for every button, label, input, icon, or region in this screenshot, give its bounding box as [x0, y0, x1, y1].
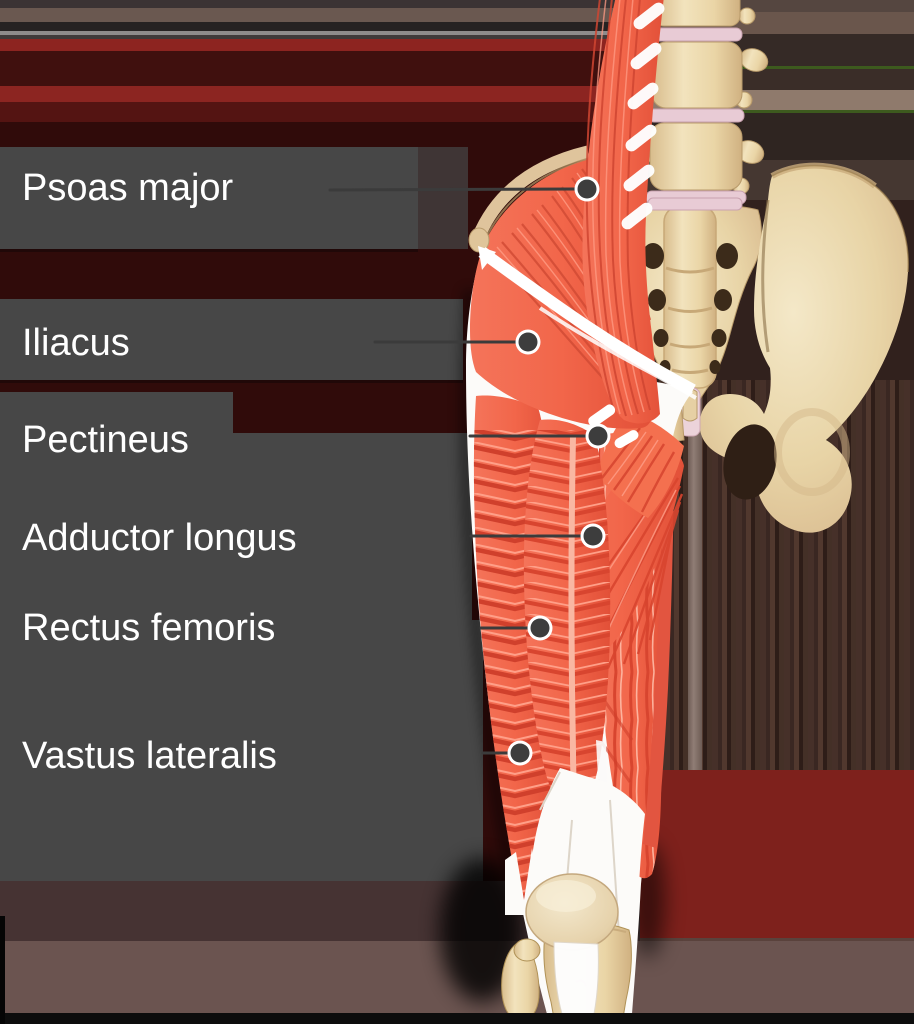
background-stripe — [0, 35, 914, 39]
leader-line-psoas-major — [328, 187, 577, 192]
leader-dot-vastus-lateralis[interactable] — [507, 740, 533, 766]
background-stripe — [640, 938, 914, 941]
label-panel — [0, 620, 483, 881]
knee-region — [501, 768, 645, 1024]
label-panel — [0, 147, 418, 249]
leaders — [328, 176, 611, 766]
leader-dot-psoas-major[interactable] — [574, 176, 600, 202]
background-stripe — [0, 22, 914, 31]
rectus-femoris-muscle — [523, 419, 612, 842]
background-stripe — [0, 0, 914, 8]
background-divider — [0, 249, 418, 252]
gracilis-muscle — [643, 476, 674, 848]
leader-dot-rectus-femoris[interactable] — [527, 615, 553, 641]
leader-dot-iliacus[interactable] — [515, 329, 541, 355]
background-stripe — [640, 770, 914, 938]
label-adductor-longus[interactable]: Adductor longus — [22, 517, 297, 559]
label-psoas-major[interactable]: Psoas major — [22, 167, 234, 209]
left-page-edge — [0, 916, 5, 1024]
lumbar-spine — [625, 0, 769, 205]
label-panel — [0, 433, 472, 620]
label-iliacus[interactable]: Iliacus — [22, 322, 130, 364]
background-stripe — [640, 66, 914, 69]
label-panel-shadow — [418, 147, 468, 249]
label-rectus-femoris[interactable]: Rectus femoris — [22, 607, 276, 649]
inguinal-ligament — [478, 247, 698, 449]
leader-dot-pectineus[interactable] — [585, 423, 611, 449]
background-stripe — [0, 31, 914, 35]
background-divider — [0, 380, 463, 383]
label-panel — [0, 299, 463, 380]
background-stripe — [688, 380, 702, 770]
sacrum — [618, 197, 762, 422]
pectineus-muscle — [596, 410, 684, 518]
psoas-major-muscle — [582, 0, 665, 424]
label-panel — [0, 392, 233, 433]
label-vastus-lateralis[interactable]: Vastus lateralis — [22, 735, 277, 777]
bottom-page-edge — [0, 1013, 914, 1024]
label-pectineus[interactable]: Pectineus — [22, 419, 189, 461]
right-hip-bone — [699, 162, 909, 533]
background-stripe — [640, 110, 914, 113]
leader-dot-adductor-longus[interactable] — [580, 523, 606, 549]
